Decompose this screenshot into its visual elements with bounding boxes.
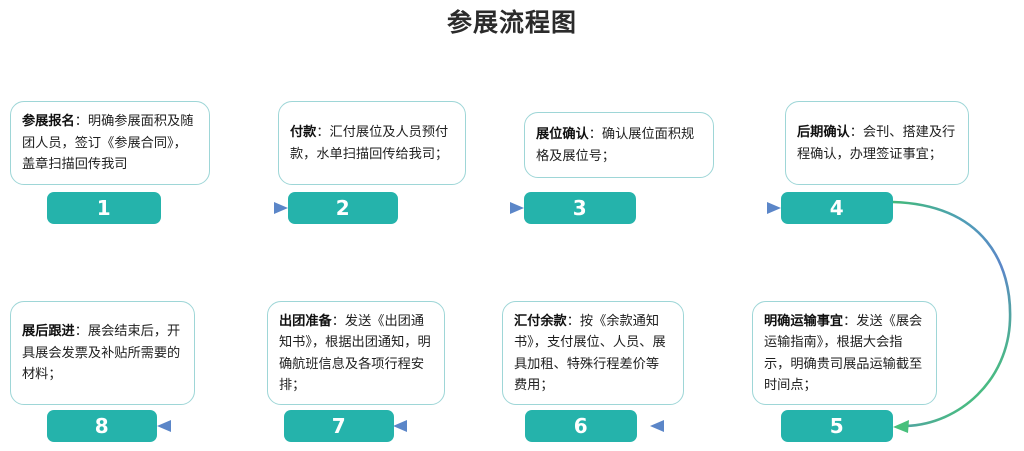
step-badge-8[interactable]: 8 bbox=[47, 410, 157, 442]
step-body-2: ：汇付展位及人员预付款，水单扫描回传给我司； bbox=[290, 125, 449, 162]
step-body-4: ：会刊、搭建及行程确认，办理签证事宜； bbox=[797, 125, 956, 162]
step-lead-3: 展位确认 bbox=[536, 127, 589, 142]
step-card-3[interactable]: 展位确认：确认展位面积规格及展位号； bbox=[524, 112, 714, 178]
step-lead-7: 出团准备 bbox=[279, 313, 332, 329]
step-text-3: 展位确认：确认展位面积规格及展位号； bbox=[536, 124, 702, 167]
connector-2-to-3 bbox=[398, 202, 524, 214]
step-lead-4: 后期确认 bbox=[797, 125, 850, 140]
step-body-5: ：发送《展会运输指南》，根据大会指示，明确贵司展品运输截至时间点； bbox=[764, 313, 923, 394]
step-number-8: 8 bbox=[94, 414, 110, 438]
connector-6-to-7 bbox=[393, 420, 537, 432]
step-number-1: 1 bbox=[96, 196, 112, 220]
step-body-6: ：按《余款通知书》，支付展位、人员、展具加租、特殊行程差价等费用； bbox=[514, 313, 666, 394]
step-text-1: 参展报名：明确参展面积及随团人员，签订《参展合同》，盖章扫描回传我司 bbox=[22, 111, 198, 176]
step-number-3: 3 bbox=[572, 196, 588, 220]
step-body-1: ：明确参展面积及随团人员，签订《参展合同》，盖章扫描回传我司 bbox=[22, 114, 194, 173]
step-badge-1[interactable]: 1 bbox=[47, 192, 161, 224]
step-card-4[interactable]: 后期确认：会刊、搭建及行程确认，办理签证事宜； bbox=[785, 101, 969, 185]
step-text-6: 汇付余款：按《余款通知书》，支付展位、人员、展具加租、特殊行程差价等费用； bbox=[514, 311, 672, 397]
step-number-2: 2 bbox=[335, 196, 351, 220]
connector-1-to-2 bbox=[161, 202, 288, 214]
step-card-2[interactable]: 付款：汇付展位及人员预付款，水单扫描回传给我司； bbox=[278, 101, 466, 185]
step-badge-3[interactable]: 3 bbox=[524, 192, 636, 224]
step-lead-1: 参展报名 bbox=[22, 114, 75, 130]
step-card-5[interactable]: 明确运输事宜：发送《展会运输指南》，根据大会指示，明确贵司展品运输截至时间点； bbox=[752, 301, 937, 405]
step-body-7: ：发送《出团通知书》，根据出团通知，明确航班信息及各项行程安排； bbox=[279, 313, 431, 394]
step-lead-8: 展后跟进 bbox=[22, 324, 75, 340]
step-badge-7[interactable]: 7 bbox=[284, 410, 394, 442]
step-text-4: 后期确认：会刊、搭建及行程确认，办理签证事宜； bbox=[797, 122, 957, 165]
step-text-5: 明确运输事宜：发送《展会运输指南》，根据大会指示，明确贵司展品运输截至时间点； bbox=[764, 311, 925, 397]
step-lead-6: 汇付余款 bbox=[514, 313, 567, 329]
page-title: 参展流程图 bbox=[446, 8, 577, 37]
connector-3-to-4 bbox=[636, 202, 781, 214]
step-number-4: 4 bbox=[829, 196, 845, 220]
connector-7-to-8 bbox=[157, 420, 284, 432]
step-badge-4[interactable]: 4 bbox=[781, 192, 893, 224]
step-text-8: 展后跟进：展会结束后，开具展会发票及补贴所需要的材料； bbox=[22, 321, 183, 386]
step-text-7: 出团准备：发送《出团通知书》，根据出团通知，明确航班信息及各项行程安排； bbox=[279, 311, 433, 397]
step-number-7: 7 bbox=[331, 414, 347, 438]
step-lead-5: 明确运输事宜 bbox=[764, 313, 844, 329]
step-number-6: 6 bbox=[573, 414, 589, 438]
step-badge-2[interactable]: 2 bbox=[288, 192, 398, 224]
step-body-8: ：展会结束后，开具展会发票及补贴所需要的材料； bbox=[22, 324, 181, 383]
step-badge-5[interactable]: 5 bbox=[781, 410, 893, 442]
connector-5-to-6 bbox=[650, 420, 781, 432]
step-badge-6[interactable]: 6 bbox=[525, 410, 637, 442]
step-card-1[interactable]: 参展报名：明确参展面积及随团人员，签订《参展合同》，盖章扫描回传我司 bbox=[10, 101, 210, 185]
step-card-7[interactable]: 出团准备：发送《出团通知书》，根据出团通知，明确航班信息及各项行程安排； bbox=[267, 301, 445, 405]
step-lead-2: 付款 bbox=[290, 125, 317, 140]
step-text-2: 付款：汇付展位及人员预付款，水单扫描回传给我司； bbox=[290, 122, 454, 165]
step-number-5: 5 bbox=[829, 414, 845, 438]
step-card-8[interactable]: 展后跟进：展会结束后，开具展会发票及补贴所需要的材料； bbox=[10, 301, 195, 405]
step-body-3: ：确认展位面积规格及展位号； bbox=[536, 127, 695, 164]
step-card-6[interactable]: 汇付余款：按《余款通知书》，支付展位、人员、展具加租、特殊行程差价等费用； bbox=[502, 301, 684, 405]
